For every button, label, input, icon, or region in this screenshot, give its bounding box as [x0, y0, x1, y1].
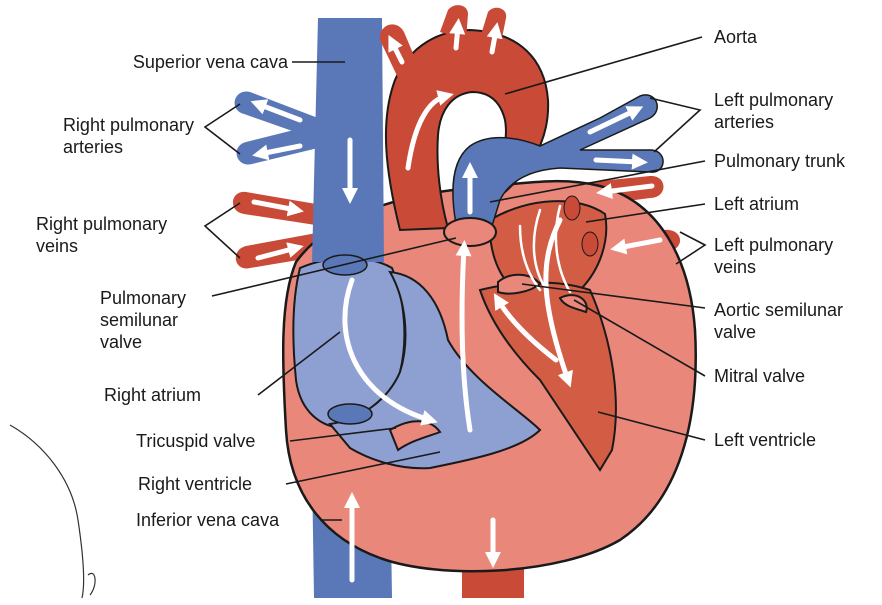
label-pulmonary-semilunar-valve-line1: Pulmonary	[100, 288, 187, 308]
label-right-ventricle: Right ventricle	[138, 473, 252, 495]
label-inferior-vena-cava-text: Inferior vena cava	[136, 510, 280, 530]
label-right-pulmonary-veins-line1: Right pulmonary	[36, 214, 168, 234]
left-pv-opening-1	[563, 195, 581, 221]
label-pulmonary-semilunar-valve-line3: valve	[100, 332, 143, 352]
flow-arrow-lpv-upper	[596, 183, 655, 199]
flow-arrow-aorta-branch2	[449, 18, 466, 51]
leader-right-ventricle	[285, 451, 441, 485]
label-right-ventricle-text: Right ventricle	[138, 474, 253, 494]
flow-arrow-rpa-lower	[252, 143, 303, 161]
flow-arrow-rv-to-pulm	[455, 240, 473, 433]
label-left-pulmonary-arteries: Left pulmonary arteries	[714, 89, 833, 133]
label-left-pulmonary-arteries-line2: arteries	[714, 112, 775, 132]
pulmonary-trunk-shape	[452, 94, 664, 227]
leader-left-ventricle	[597, 411, 706, 441]
label-pulmonary-trunk: Pulmonary trunk	[714, 150, 845, 172]
label-left-pulmonary-veins-line2: veins	[714, 257, 757, 277]
flow-arrow-lpa-upper	[587, 106, 644, 135]
body-outline-curl	[87, 572, 96, 596]
label-right-pulmonary-arteries-line2: arteries	[62, 137, 123, 157]
leader-tricuspid-valve	[289, 427, 397, 442]
label-superior-vena-cava-text: Superior vena cava	[132, 52, 288, 72]
flow-arrow-aorta-branch1	[388, 34, 405, 65]
label-mitral-valve-text: Mitral valve	[714, 366, 806, 386]
leader-right-pulmonary-arteries	[203, 103, 241, 155]
leader-right-atrium	[257, 331, 341, 396]
label-right-pulmonary-veins: Right pulmonary veins	[36, 213, 167, 257]
flow-arrow-lv-to-aorta	[493, 293, 559, 363]
leader-pulmonary-semilunar-valve	[211, 237, 457, 297]
leader-aortic-semilunar-valve	[521, 283, 706, 309]
label-tricuspid-valve-text: Tricuspid valve	[136, 431, 256, 451]
label-mitral-valve: Mitral valve	[714, 365, 805, 387]
label-right-pulmonary-arteries-line1: Right pulmonary	[62, 115, 194, 135]
leader-left-atrium	[585, 203, 706, 223]
label-tricuspid-valve: Tricuspid valve	[136, 430, 255, 452]
mitral-valve-shape	[558, 294, 588, 314]
label-pulmonary-semilunar-valve-line2: semilunar	[100, 310, 179, 330]
label-aorta: Aorta	[714, 26, 757, 48]
leader-left-pulmonary-arteries	[649, 97, 702, 153]
right-pulmonary-artery-lower	[236, 124, 318, 165]
label-inferior-vena-cava: Inferior vena cava	[136, 509, 279, 531]
label-pulmonary-semilunar-valve: Pulmonary semilunar valve	[100, 287, 186, 353]
tricuspid-valve-shape	[388, 420, 442, 452]
body-outline-decoration	[9, 424, 85, 599]
pulmonary-valve-shape	[443, 217, 497, 247]
leader-right-pulmonary-veins	[203, 202, 241, 259]
label-aortic-semilunar-valve-line2: valve	[714, 322, 757, 342]
label-left-atrium-text: Left atrium	[714, 194, 800, 214]
label-left-ventricle: Left ventricle	[714, 429, 816, 451]
label-pulmonary-trunk-text: Pulmonary trunk	[714, 151, 846, 171]
la-streak-2	[554, 204, 572, 294]
leader-left-pulmonary-veins	[675, 231, 707, 265]
label-right-atrium-text: Right atrium	[104, 385, 202, 405]
la-streak-1	[532, 208, 550, 294]
flow-arrow-la-to-lv	[543, 217, 573, 388]
label-left-atrium: Left atrium	[714, 193, 799, 215]
leader-aorta	[504, 36, 703, 95]
flow-arrow-rpv-upper	[251, 199, 304, 217]
leader-mitral-valve	[573, 299, 706, 377]
flow-arrow-aorta-up	[405, 90, 454, 171]
label-left-pulmonary-veins: Left pulmonary veins	[714, 234, 833, 278]
label-aortic-semilunar-valve: Aortic semilunar valve	[714, 299, 843, 343]
label-aorta-text: Aorta	[714, 27, 758, 47]
label-right-pulmonary-arteries: Right pulmonary arteries	[63, 114, 194, 158]
label-left-ventricle-text: Left ventricle	[714, 430, 817, 450]
flow-arrow-rpa-upper	[250, 99, 303, 123]
flow-arrow-aorta-branch3	[486, 22, 503, 55]
flow-arrow-lpa-lower	[593, 153, 648, 170]
right-ventricle-chamber	[328, 270, 542, 470]
label-left-pulmonary-veins-line1: Left pulmonary	[714, 235, 834, 255]
label-right-pulmonary-veins-line2: veins	[36, 236, 79, 256]
inferior-vc-opening	[327, 403, 373, 425]
la-streak-3	[518, 224, 542, 292]
label-right-atrium: Right atrium	[104, 384, 201, 406]
flow-arrow-ra-to-rv	[342, 277, 438, 426]
flow-arrow-rpv-lower	[255, 242, 304, 261]
label-left-pulmonary-arteries-line1: Left pulmonary	[714, 90, 834, 110]
leader-pulmonary-trunk	[489, 160, 706, 203]
flow-arrow-lpv-lower	[610, 237, 663, 255]
left-pv-opening-2	[581, 231, 599, 257]
label-superior-vena-cava: Superior vena cava	[133, 51, 288, 73]
label-aortic-semilunar-valve-line1: Aortic semilunar	[714, 300, 844, 320]
